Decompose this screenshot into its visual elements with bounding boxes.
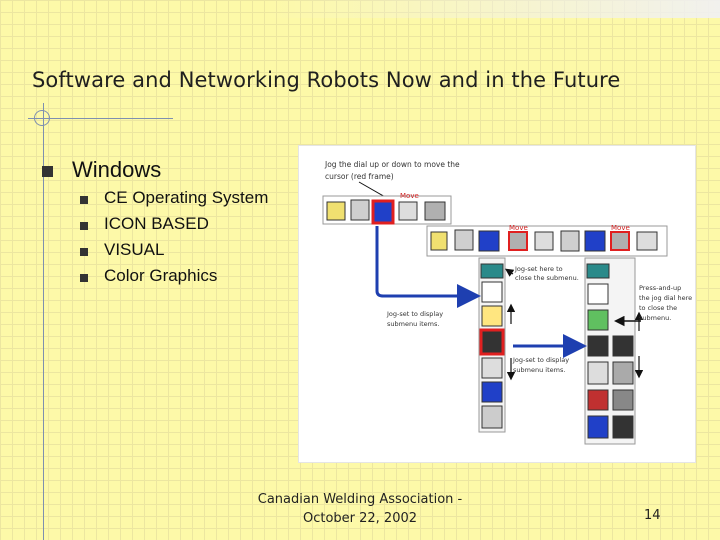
move-label-2: Move: [509, 224, 528, 232]
jog-dial-menu-diagram: Jog the dial up or down to move the curs…: [298, 145, 696, 463]
toolbar-row-1: Move: [322, 192, 452, 225]
footer-credit: Canadian Welding Association - October 2…: [250, 490, 470, 528]
submenu-column-right: [584, 257, 636, 445]
decorative-horizontal-line: [28, 118, 173, 119]
page-number: 14: [644, 508, 661, 523]
caption-move-cursor-2: cursor (red frame): [325, 172, 394, 181]
annotation-jog-set-display-left: Jog-set to display: [386, 310, 443, 318]
bullet-windows: Windows: [72, 157, 162, 182]
top-gradient-band: [265, 0, 720, 18]
footer-line-1: Canadian Welding Association -: [257, 492, 463, 507]
toolbar-row-2: Move Move: [426, 224, 668, 257]
submenu-column-left: [478, 257, 506, 433]
bullet-square-icon: [80, 222, 88, 230]
annotation-jog-set-display-mid-2: submenu items.: [513, 366, 565, 374]
decorative-vertical-line: [43, 103, 44, 540]
move-label-1: Move: [400, 192, 419, 200]
annotation-press-and-up-2: the jog dial here: [639, 294, 692, 302]
footer-line-2: October 22, 2002: [302, 511, 418, 526]
annotation-jog-set-display-mid: Jog-set to display: [512, 356, 569, 364]
caption-move-cursor: Jog the dial up or down to move the: [324, 160, 460, 169]
decorative-circle: [34, 110, 50, 126]
annotation-press-and-up-4: submenu.: [639, 314, 671, 322]
annotation-jog-set-close-2: close the submenu.: [515, 274, 579, 282]
annotation-press-and-up: Press-and-up: [639, 284, 681, 292]
bullet-square-icon: [80, 274, 88, 282]
annotation-jog-set-display-left-2: submenu items.: [387, 320, 439, 328]
bullet-square-icon: [42, 166, 53, 177]
move-label-3: Move: [611, 224, 630, 232]
bullet-square-icon: [80, 196, 88, 204]
annotation-jog-set-close: Jog-set here to: [514, 265, 563, 273]
bullet-square-icon: [80, 248, 88, 256]
annotation-press-and-up-3: to close the: [639, 304, 677, 312]
slide-title: Software and Networking Robots Now and i…: [32, 68, 621, 92]
